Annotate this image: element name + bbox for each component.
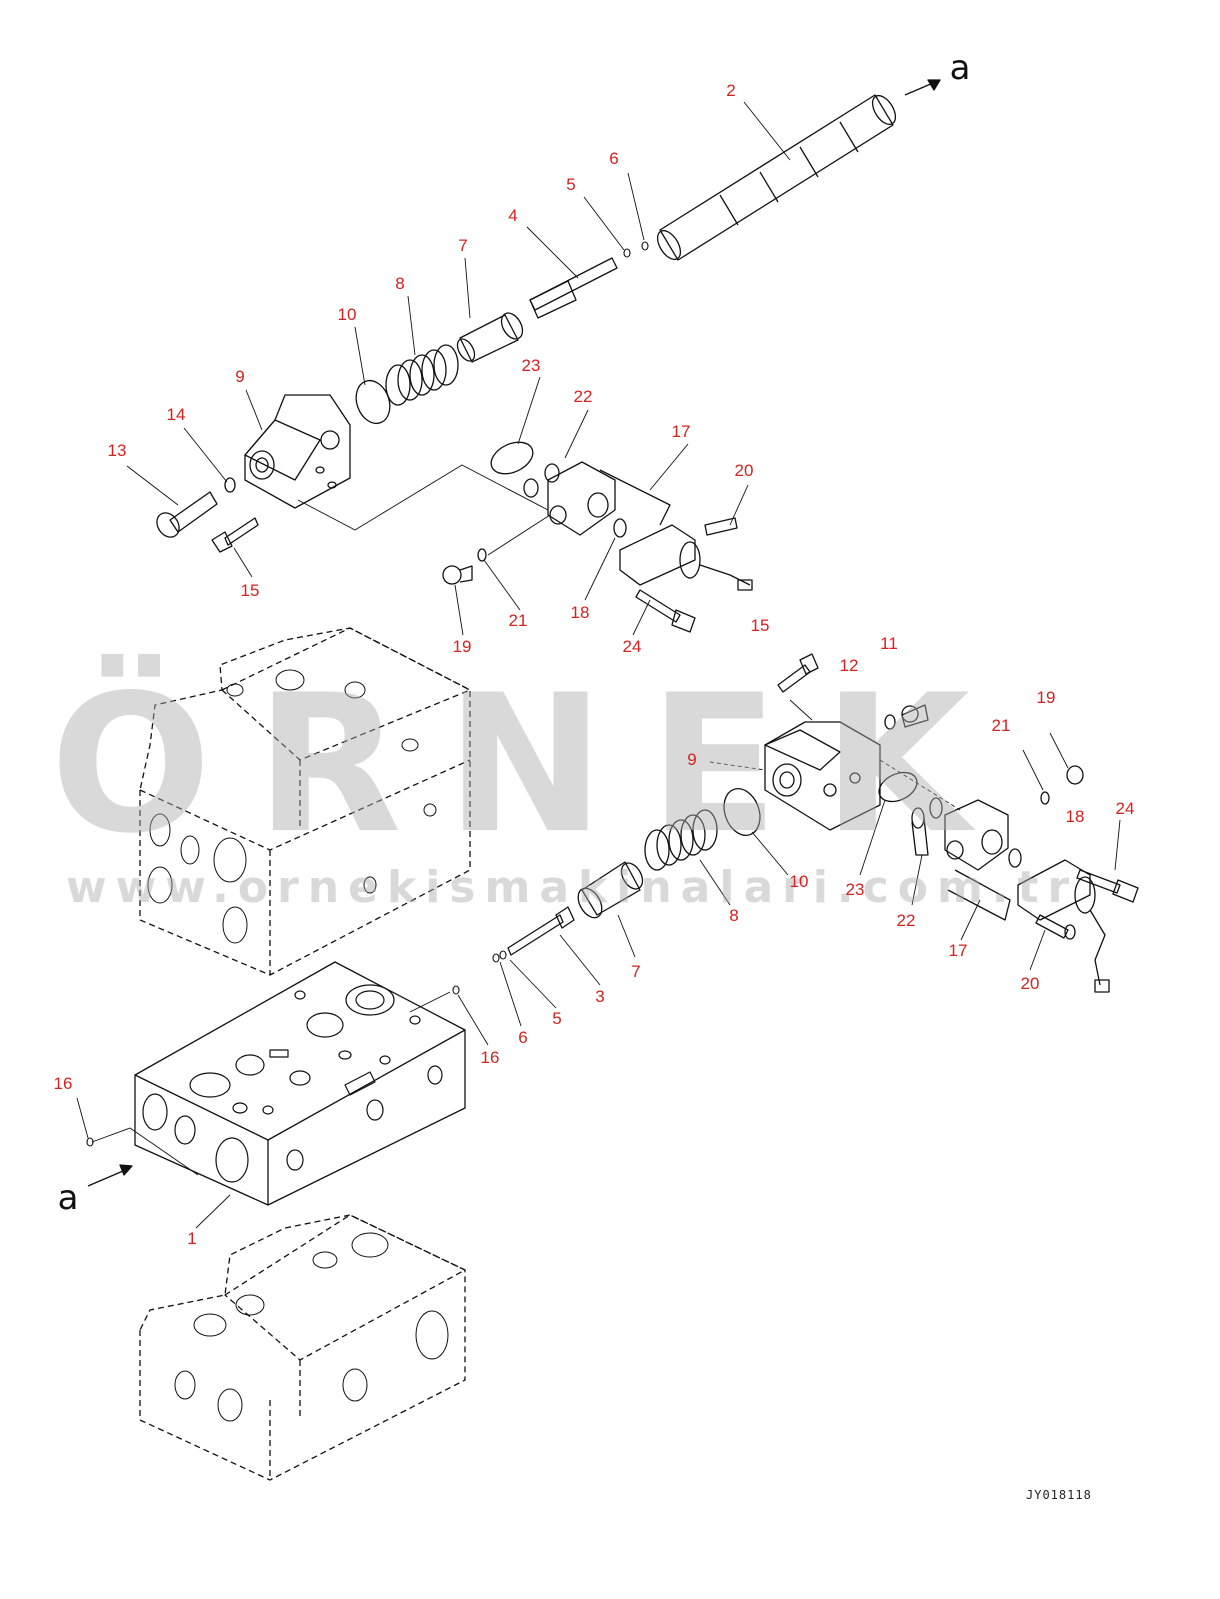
seat-7 <box>456 312 524 363</box>
o-ring-12 <box>884 714 896 730</box>
callout-16-right: 16 <box>480 1048 500 1067</box>
plug-19-upper <box>442 565 473 585</box>
leader-23-22-lower <box>859 799 923 906</box>
seat-7-lower <box>577 861 644 919</box>
leader-9-lower-dashed <box>709 759 961 811</box>
callout-6-lower: 6 <box>518 1028 528 1047</box>
spool-2 <box>656 94 897 261</box>
leader-21-19-lower <box>1022 732 1069 791</box>
callout-18-upper: 18 <box>570 603 590 622</box>
gasket-23-lower <box>878 771 918 803</box>
o-ring-21-lower <box>1040 791 1050 805</box>
leader-case-9-to-adapter <box>297 464 549 531</box>
upper-block-ports <box>147 669 437 944</box>
callout-10-upper: 10 <box>337 305 357 324</box>
callout-9-lower: 9 <box>687 750 697 769</box>
leader-10-lower <box>751 831 789 876</box>
callout-2: 2 <box>726 81 736 100</box>
o-ring-18-lower <box>1008 848 1022 868</box>
bolt-15-upper <box>211 517 259 553</box>
callout-19-lower: 19 <box>1036 688 1056 707</box>
ring-22-upper <box>523 463 560 498</box>
callout-15-upper: 15 <box>240 581 260 600</box>
stopper-3 <box>507 906 575 956</box>
watermark-url: www.ornekismakinalari.com.tr <box>66 862 1079 913</box>
bolt-24-upper <box>635 589 696 633</box>
callout-14: 14 <box>166 405 186 424</box>
bolt-15-lower <box>777 653 819 721</box>
callout-10-lower: 10 <box>789 872 809 891</box>
callout-23-lower: 23 <box>845 880 865 899</box>
callout-20-lower: 20 <box>1020 974 1040 993</box>
callout-20-upper: 20 <box>734 461 754 480</box>
leader-21-adapter <box>487 514 551 556</box>
callout-19-upper: 19 <box>452 637 472 656</box>
valve-body-1-ports <box>142 984 443 1183</box>
adapter-block-lower <box>944 799 1009 871</box>
bolt-24-lower <box>1076 869 1139 903</box>
callout-12: 12 <box>839 656 859 675</box>
lower-adjacent-valve-block <box>139 1214 466 1481</box>
case-9-lower <box>764 721 881 831</box>
case-9-upper <box>244 394 351 509</box>
o-ring-21-upper <box>477 548 487 562</box>
solenoid-17-lower <box>947 859 1110 993</box>
callout-7-lower: 7 <box>631 962 641 981</box>
callout-1: 1 <box>187 1229 197 1248</box>
plug-11 <box>901 704 929 728</box>
callout-9-upper: 9 <box>235 367 245 386</box>
callout-21-lower: 21 <box>991 716 1011 735</box>
callout-17-lower: 17 <box>948 941 968 960</box>
o-ring-14 <box>224 477 236 493</box>
o-ring-18-upper <box>613 518 627 538</box>
o-ring-10 <box>355 379 391 425</box>
o-ring-10-lower <box>723 788 761 836</box>
callout-8-upper: 8 <box>395 274 405 293</box>
callout-6-upper: 6 <box>609 149 619 168</box>
stopper-4 <box>529 257 618 319</box>
plug-19-lower <box>1066 765 1084 785</box>
watermark-brand: ÖRNEK <box>50 654 1014 875</box>
callout-4: 4 <box>508 206 518 225</box>
bolt-20-upper <box>704 517 738 536</box>
bolt-20-lower <box>1035 914 1076 940</box>
upper-adjacent-valve-block <box>139 627 471 976</box>
retainer-5-ring-6 <box>623 241 649 258</box>
callout-22-upper: 22 <box>573 387 593 406</box>
spring-8 <box>385 344 459 406</box>
callout-24-lower: 24 <box>1115 799 1135 818</box>
callout-5-upper: 5 <box>566 175 576 194</box>
leader-16-body <box>91 991 451 1176</box>
valve-body-1 <box>134 961 466 1206</box>
callout-8-lower: 8 <box>729 906 739 925</box>
label-leaders <box>76 101 1121 1229</box>
callout-17-upper: 17 <box>671 422 691 441</box>
callout-22-lower: 22 <box>896 911 916 930</box>
callout-24-upper: 24 <box>622 637 642 656</box>
solenoid-17-upper <box>599 469 753 591</box>
callout-21-upper: 21 <box>508 611 528 630</box>
arrow-label-a-lower: a <box>57 1178 79 1218</box>
drawing-code: JY018118 <box>1026 1488 1092 1502</box>
callout-7-upper: 7 <box>458 236 468 255</box>
callout-5-lower: 5 <box>552 1009 562 1028</box>
callout-16-left: 16 <box>53 1074 73 1093</box>
plug-13 <box>156 491 218 538</box>
spring-8-lower <box>644 809 718 871</box>
lower-block-ports <box>174 1232 449 1422</box>
gasket-23-upper <box>490 441 534 475</box>
callout-11: 11 <box>880 634 898 653</box>
callout-18-lower: 18 <box>1065 807 1085 826</box>
callout-13: 13 <box>107 441 127 460</box>
callout-23-upper: 23 <box>521 356 541 375</box>
callout-3: 3 <box>595 987 605 1006</box>
callout-15-lower: 15 <box>750 616 770 635</box>
retainer-5-ring-6-lower <box>86 950 507 1147</box>
arrow-label-a-upper: a <box>949 48 971 88</box>
